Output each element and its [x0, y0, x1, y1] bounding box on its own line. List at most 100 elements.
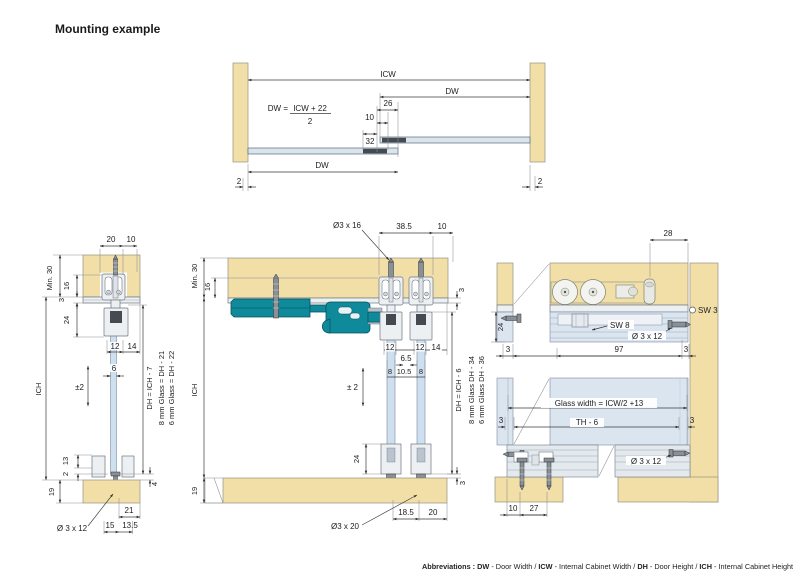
dim-15: 15 [106, 521, 115, 530]
side-board [689, 262, 719, 503]
dim-3d: 3 [690, 416, 695, 425]
dim-ich: ICH [34, 383, 43, 396]
soft-close-damper [230, 298, 383, 334]
icw-dim-label: ICW [380, 70, 396, 79]
dim-14: 14 [128, 342, 137, 351]
glass-8mm-note: 8 mm Glass = DH - 21 [157, 351, 166, 425]
abbr-dw-desc: - Door Width / [489, 562, 538, 571]
gap-left-label: 2 [237, 177, 242, 186]
dim-3-top: 3 [457, 288, 466, 292]
dim-8a: 8 [388, 367, 392, 376]
glass-top-clamp [103, 307, 129, 337]
abbreviations-footer: Abbreviations : DW - Door Width / ICW - … [422, 562, 793, 571]
sw3-label: SW 3 [698, 306, 718, 315]
dim-10: 10 [438, 222, 447, 231]
screw-callout-3x20: Ø3 x 20 [331, 522, 360, 531]
dim-ich: ICH [190, 384, 199, 397]
dim-3b: 3 [684, 345, 689, 354]
plan-detail-view: 28 SW 3 SW 8 Ø 3 x 12 24 3 [491, 229, 719, 517]
track-strip-main [549, 304, 689, 313]
dim-8b: 8 [419, 367, 423, 376]
dim-18-5: 18.5 [398, 508, 414, 517]
dim-20: 20 [429, 508, 438, 517]
dim-10-5: 10.5 [397, 367, 412, 376]
dim-dh-formula: DH = ICH - 7 [145, 366, 154, 409]
side-screw-left [500, 313, 522, 323]
screw-callout-3x12: Ø 3 x 12 [57, 524, 88, 533]
damper-screw [272, 273, 280, 319]
dim-plus-minus-2: ±2 [75, 383, 84, 392]
top-roller [101, 273, 126, 301]
dim-3-bottom: 3 [458, 481, 467, 485]
dim-min30: Min. 30 [45, 266, 54, 291]
dim-10: 10 [365, 113, 374, 122]
plan-view-dimensions: 28 SW 3 SW 8 Ø 3 x 12 24 3 [491, 229, 718, 517]
top-plan-view: ICW DW DW = ICW + 22 2 26 10 32 DW [232, 62, 546, 191]
page-title: Mounting example [55, 22, 161, 36]
dim-20: 20 [107, 235, 116, 244]
dim-24: 24 [496, 323, 505, 331]
abbr-dh: DH [637, 562, 648, 571]
dim-26: 26 [384, 99, 393, 108]
front-view-dimensions: 20 10 Min. 30 16 3 24 12 14 [34, 235, 176, 534]
lower-door-damper [363, 148, 387, 154]
dim-10: 10 [127, 235, 136, 244]
bottom-board-left [494, 476, 564, 503]
track-strip-left [496, 304, 514, 313]
dw-lower-dim-label: DW [315, 161, 329, 170]
dim-19: 19 [190, 487, 199, 495]
dw-upper-dim-label: DW [445, 87, 459, 96]
dim-27: 27 [530, 504, 539, 513]
glass-width-formula: Glass width = ICW/2 +13 [555, 399, 644, 408]
dim-19: 19 [47, 488, 56, 496]
bottom-guide-plan [513, 451, 555, 491]
right-side-panel [529, 62, 546, 163]
bottom-board [82, 479, 141, 504]
dim-2: 2 [61, 472, 70, 476]
dim-32: 32 [366, 137, 375, 146]
screw-callout-bottom-3x12: Ø 3 x 12 [631, 457, 662, 466]
glass-8mm-note: 8 mm Glass DH - 34 [467, 356, 476, 424]
dim-14: 14 [432, 343, 441, 352]
roller-assembly-right [408, 257, 434, 475]
dim-10: 10 [509, 504, 518, 513]
door-bottom-plan [496, 377, 689, 446]
bottom-track-plan [502, 444, 691, 491]
dim-12a: 12 [386, 343, 395, 352]
bottom-board-right [617, 476, 719, 503]
screw-callout-3x16: Ø3 x 16 [333, 221, 362, 230]
damper-view-dimensions: Ø3 x 16 38.5 10 Min. 30 16 3 [190, 221, 486, 531]
dim-6-5: 6.5 [400, 354, 412, 363]
dim-th-6: TH - 6 [576, 418, 599, 427]
dim-6: 6 [112, 364, 117, 373]
dim-3c: 3 [499, 416, 504, 425]
dim-28: 28 [664, 229, 673, 238]
top-view-dimensions: ICW DW DW = ICW + 22 2 26 10 32 DW [235, 70, 543, 191]
dim-21: 21 [125, 506, 134, 515]
dim-plus-minus-2: ± 2 [347, 383, 359, 392]
abbr-ich: ICH [699, 562, 712, 571]
abbreviations-label: Abbreviations : [422, 562, 477, 571]
dim-24: 24 [352, 455, 361, 463]
roller-assembly-left [378, 257, 404, 475]
dim-24: 24 [62, 316, 71, 324]
formula-lhs: DW = [268, 104, 289, 113]
dim-dh-formula: DH = ICH - 6 [454, 368, 463, 411]
dim-16: 16 [62, 282, 71, 290]
sw3-marker-icon [689, 306, 696, 314]
left-side-panel [232, 62, 249, 163]
glass-6mm-note: 6 mm Glass = DH - 22 [167, 351, 176, 425]
formula-denominator: 2 [308, 117, 313, 126]
screw-callout-top-3x12: Ø 3 x 12 [632, 332, 663, 341]
abbr-icw-desc: - Internal Cabinet Width / [553, 562, 638, 571]
top-roller-screw [112, 254, 119, 276]
dim-16: 16 [203, 283, 212, 291]
dim-97: 97 [615, 345, 624, 354]
dim-13: 13 [61, 457, 70, 465]
dim-12: 12 [111, 342, 120, 351]
front-section-view: 20 10 Min. 30 16 3 24 12 14 [34, 235, 176, 534]
top-board-left-segment [496, 262, 514, 306]
abbr-icw: ICW [538, 562, 552, 571]
